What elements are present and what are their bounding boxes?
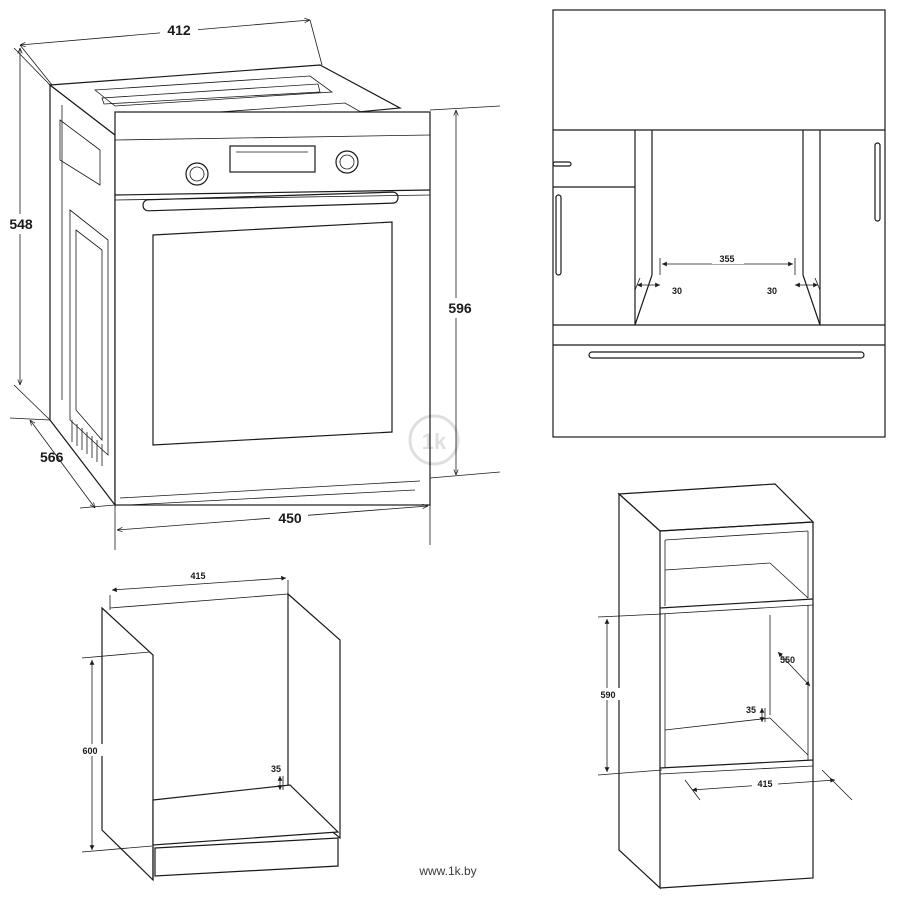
dim-415-left-label: 415 bbox=[190, 571, 205, 581]
dim-596-label: 596 bbox=[448, 300, 472, 316]
dim-600-label: 600 bbox=[82, 746, 97, 756]
dim-35-left-label: 35 bbox=[271, 764, 281, 774]
dim-566-label: 566 bbox=[40, 449, 64, 465]
dim-590-label: 590 bbox=[600, 690, 615, 700]
watermark-url: www.1k.by bbox=[418, 864, 476, 878]
under-counter-niche-view: 415 600 35 bbox=[80, 571, 341, 882]
dim-35-right-label: 35 bbox=[746, 705, 756, 715]
dim-550-label: 550 bbox=[780, 655, 795, 665]
dim-355-label: 355 bbox=[719, 254, 734, 264]
svg-text:1k: 1k bbox=[422, 429, 447, 454]
dim-548-label: 548 bbox=[9, 216, 33, 232]
cabinet-section-view: 355 30 30 bbox=[552, 9, 886, 438]
dim-450-label: 450 bbox=[278, 510, 302, 526]
dim-30-left-label: 30 bbox=[672, 286, 682, 296]
dim-30-right-label: 30 bbox=[767, 286, 777, 296]
dim-415-right-label: 415 bbox=[757, 779, 772, 789]
tall-column-view: 590 550 35 415 bbox=[596, 483, 853, 890]
watermark-logo: 1k bbox=[408, 414, 460, 466]
dim-412-label: 412 bbox=[167, 22, 191, 38]
oven-perspective-view: 412 548 596 566 450 bbox=[5, 20, 501, 550]
